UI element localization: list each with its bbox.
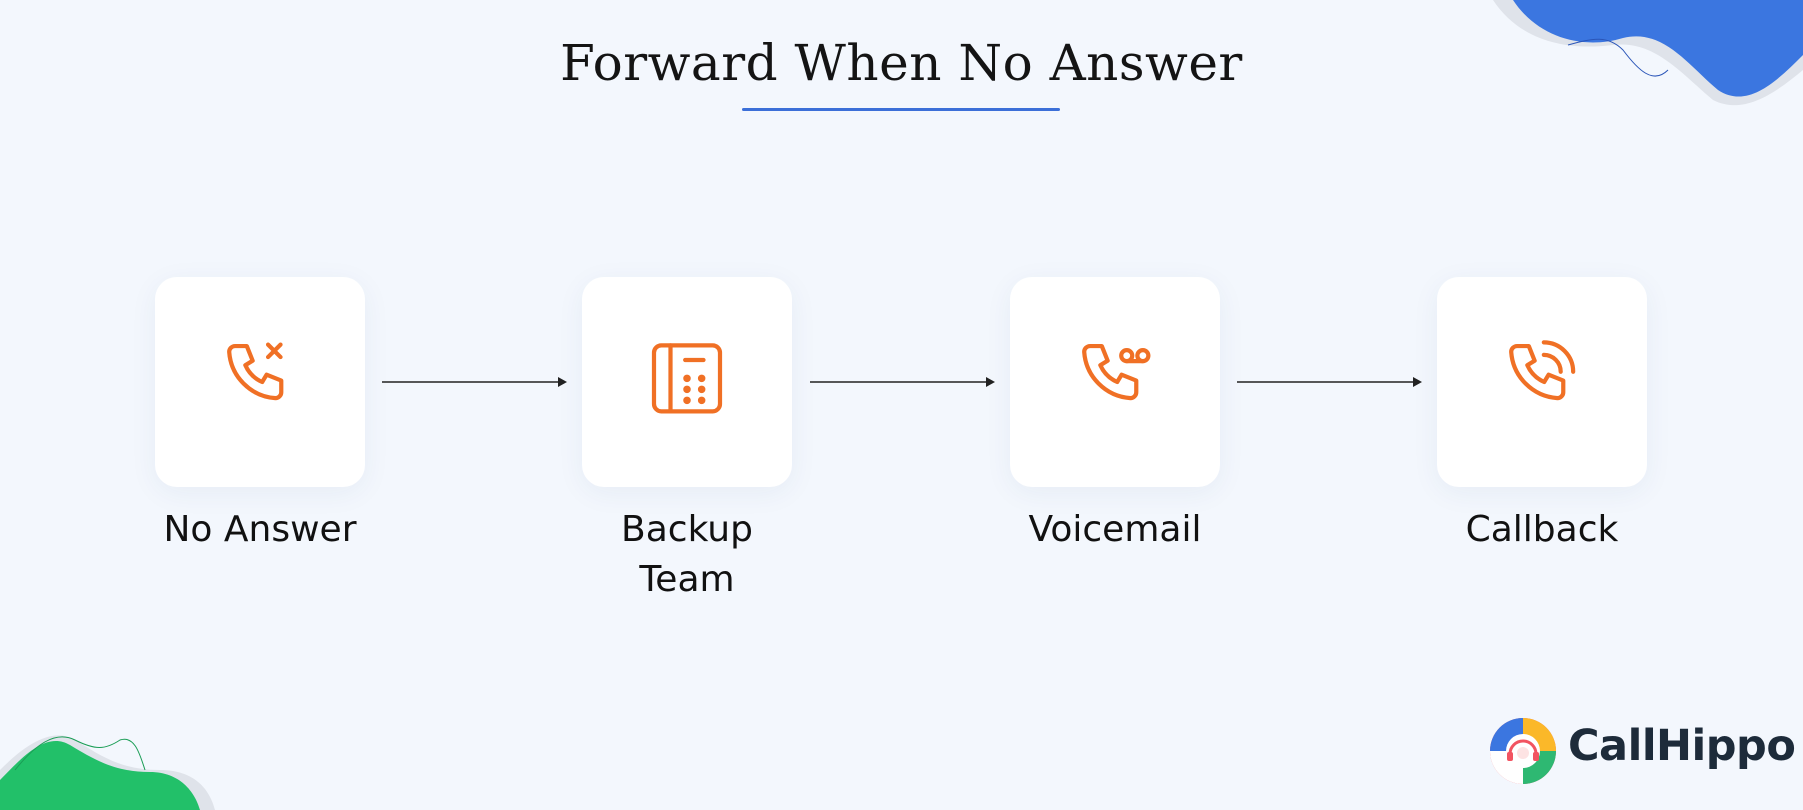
phone-missed-icon: [227, 342, 284, 401]
flow-arrow-3: [1237, 377, 1422, 387]
step-label-backup-team: Backup Team: [621, 509, 753, 600]
step-label-voicemail: Voicemail: [1028, 509, 1202, 550]
callhippo-logo-icon: [1490, 718, 1556, 784]
step-label-callback: Callback: [1465, 509, 1619, 550]
flow-arrow-2: [810, 377, 995, 387]
flow-arrow-1: [382, 377, 567, 387]
bottom-left-wave-decoration: [0, 735, 215, 810]
step-card-backup-team: [582, 277, 792, 487]
brand-name: CallHippo: [1568, 721, 1796, 771]
desk-phone-icon: [651, 343, 723, 414]
title-underline: [742, 108, 1060, 111]
step-label-no-answer: No Answer: [163, 509, 357, 550]
phone-voicemail-icon: [1082, 343, 1151, 401]
top-right-wave-decoration: [1493, 0, 1803, 106]
step-card-no-answer: [155, 277, 365, 487]
step-card-voicemail: [1010, 277, 1220, 487]
diagram-title: Forward When No Answer: [560, 34, 1243, 92]
step-card-callback: [1437, 277, 1647, 487]
phone-callback-icon: [1509, 340, 1576, 401]
